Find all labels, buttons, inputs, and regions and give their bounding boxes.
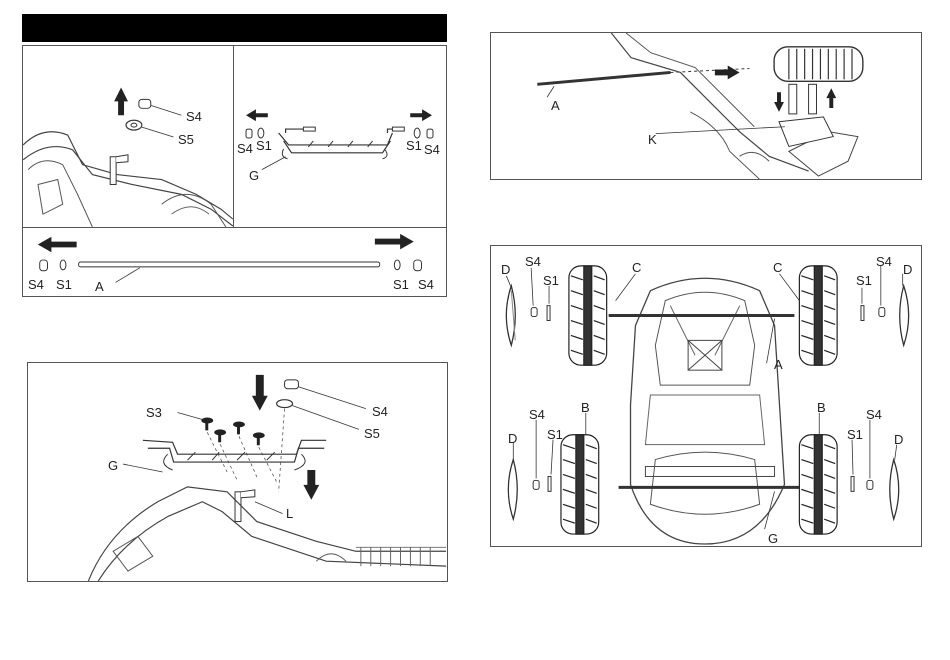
step2-panel: S4 S1 S1 S4 G	[233, 45, 447, 228]
hubcap-rear-left	[508, 460, 517, 520]
label-a: A	[551, 99, 560, 112]
s1-washer-right	[414, 128, 420, 138]
label-d-tr: D	[903, 263, 912, 276]
s4-cap-right	[427, 129, 433, 138]
s4-cap-part	[285, 380, 299, 389]
arrow-left-icon	[246, 109, 268, 121]
arrow-left-icon	[38, 237, 77, 253]
label-s1-bl: S1	[547, 428, 563, 441]
label-s1-right: S1	[393, 278, 409, 291]
axle-a-part	[537, 72, 670, 84]
label-s4-right: S4	[418, 278, 434, 291]
label-l: L	[286, 507, 293, 520]
label-g-mid: G	[768, 532, 778, 545]
arrow-up-icon	[114, 88, 128, 116]
label-s5: S5	[364, 427, 380, 440]
label-b-bl: B	[581, 401, 590, 414]
step3-illustration	[23, 228, 446, 296]
wheel-part	[774, 47, 863, 82]
label-s4-tl: S4	[525, 255, 541, 268]
label-s3: S3	[146, 406, 162, 419]
label-s4-br: S4	[866, 408, 882, 421]
label-c-tl: C	[632, 261, 641, 274]
s4-cap-right	[414, 260, 422, 271]
label-s5: S5	[178, 133, 194, 146]
step1-panel: S4 S5	[22, 45, 234, 228]
label-s1-br: S1	[847, 428, 863, 441]
axle-a-part	[79, 262, 380, 267]
label-a: A	[95, 280, 104, 293]
wheel-front-right	[799, 266, 837, 365]
label-s4-left: S4	[237, 142, 253, 155]
instruction-header-bar	[22, 14, 447, 42]
label-d-tl: D	[501, 263, 510, 276]
step6-illustration	[491, 246, 921, 546]
arrow-down-icon	[303, 470, 319, 500]
s4-cap-left	[246, 129, 252, 138]
label-s1-left: S1	[56, 278, 72, 291]
s1-washer-left	[258, 128, 264, 138]
arrow-right-icon	[410, 109, 432, 121]
label-a-mid: A	[774, 358, 783, 371]
label-s1-right: S1	[406, 139, 422, 152]
step5-panel: A K	[490, 32, 922, 180]
label-s1-tl: S1	[543, 274, 559, 287]
arrow-down-icon	[252, 375, 268, 411]
hubcap-front-right	[900, 286, 909, 346]
hubcap-rear-right	[890, 460, 899, 520]
step4-illustration	[28, 363, 447, 581]
label-g: G	[249, 169, 259, 182]
label-c-tr: C	[773, 261, 782, 274]
wheel-rear-right	[799, 435, 837, 534]
label-s4-right: S4	[424, 143, 440, 156]
label-s4-tr: S4	[876, 255, 892, 268]
label-d-bl: D	[508, 432, 517, 445]
s4-cap-part	[139, 99, 151, 108]
s1-washer-right	[394, 260, 400, 270]
arrow-up-icon	[826, 88, 836, 108]
step3-panel: S4 S1 A S1 S4	[22, 227, 447, 297]
s5-washer-part	[277, 400, 293, 408]
arrow-down-icon	[774, 92, 784, 112]
arrow-right-icon	[375, 234, 414, 250]
label-s4: S4	[186, 110, 202, 123]
wheel-front-left	[569, 266, 607, 365]
label-s4: S4	[372, 405, 388, 418]
label-s1-left: S1	[256, 139, 272, 152]
arrow-right-icon	[715, 66, 740, 80]
s4-cap-left	[40, 260, 48, 271]
hubcap-front-left	[506, 286, 515, 346]
label-s4-left: S4	[28, 278, 44, 291]
step2-illustration	[234, 46, 446, 227]
label-s1-tr: S1	[856, 274, 872, 287]
label-d-br: D	[894, 433, 903, 446]
s3-screws-part	[201, 418, 264, 446]
label-b-br: B	[817, 401, 826, 414]
label-s4-bl: S4	[529, 408, 545, 421]
label-g: G	[108, 459, 118, 472]
step4-panel: S3 S4 S5 G L	[27, 362, 448, 582]
s1-washer-left	[60, 260, 66, 270]
label-k: K	[648, 133, 657, 146]
wheel-rear-left	[561, 435, 599, 534]
step1-illustration	[23, 46, 233, 227]
step6-panel: D S4 S1 C C S4 D S1 A S4 B D S1 B S4 S1 …	[490, 245, 922, 547]
